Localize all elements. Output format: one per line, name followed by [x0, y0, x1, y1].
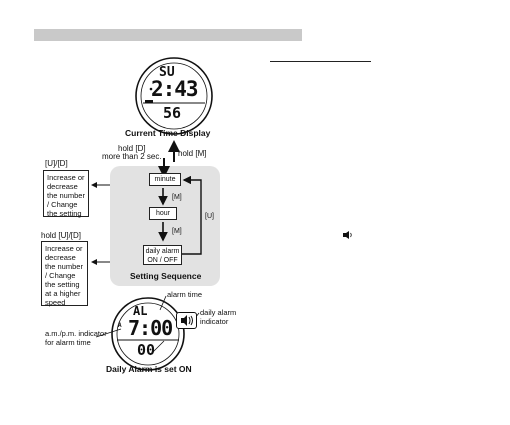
m-label-2: [M]	[172, 228, 182, 235]
sequence-daily-alarm: daily alarm ON / OFF	[143, 245, 182, 265]
alarm-seconds: 00	[137, 341, 156, 359]
alarm-mode: AL	[133, 304, 148, 318]
hold-d-label: hold [D]	[118, 144, 146, 153]
current-time-caption: Current Time Display	[125, 128, 211, 138]
alarm-indicator-icon	[176, 312, 197, 329]
alarm-time-label: alarm time	[167, 290, 203, 299]
top-watch-face	[135, 57, 213, 135]
header-bar	[34, 29, 302, 41]
hold-ud-note-line: at a higher	[45, 289, 81, 298]
ampm-label-line: for alarm time	[45, 338, 91, 347]
hold-d-duration: more than 2 sec.	[102, 152, 162, 161]
daily-alarm-caption: Daily Alarm is set ON	[106, 364, 192, 374]
hold-ud-note-line: Increase or	[45, 244, 83, 253]
hold-ud-note-line: the setting	[45, 280, 80, 289]
hold-ud-note-line: / Change	[45, 271, 76, 280]
hold-ud-label: hold [U]/[D]	[41, 231, 82, 240]
hold-ud-note-box: Increase or decrease the number / Change…	[41, 241, 88, 307]
bottom-watch-face	[111, 297, 185, 371]
indicator-label-line: daily alarm	[200, 308, 237, 317]
hold-ud-note-line: decrease	[45, 253, 76, 262]
u-label: [U]	[205, 213, 214, 220]
sequence-hour: hour	[149, 207, 177, 220]
alarm-speaker-icon	[343, 226, 353, 239]
watch-time: 2:43	[151, 77, 199, 101]
ud-note-line: / Change	[47, 200, 78, 209]
watch-seconds: 56	[163, 104, 182, 122]
ud-note-box: Increase or decrease the number / Change…	[43, 170, 89, 218]
setting-sequence-caption: Setting Sequence	[130, 271, 202, 281]
hold-ud-note-line: the number	[45, 262, 83, 271]
indicator-label-line: indicator	[200, 317, 229, 326]
daily-alarm-indicator-label: daily alarm indicator	[200, 308, 236, 326]
ud-note-line: Increase or	[47, 173, 85, 182]
hold-ud-note-line: speed	[45, 298, 66, 307]
ampm-label-line: a.m./p.m. indicator	[45, 329, 107, 338]
sequence-minute: minute	[149, 173, 181, 186]
header-rule	[270, 61, 371, 62]
watch-day: SU	[159, 65, 175, 80]
ud-label: [U]/[D]	[45, 159, 68, 168]
ud-note-line: decrease	[47, 182, 78, 191]
alarm-ampm: A	[118, 322, 122, 329]
alarm-time-display: 7:00	[128, 316, 173, 340]
ud-note-line: the setting	[47, 209, 82, 218]
m-label-1: [M]	[172, 194, 182, 201]
ampm-indicator-label: a.m./p.m. indicator for alarm time	[45, 329, 107, 347]
ud-note-line: the number	[47, 191, 85, 200]
hold-m-label: hold [M]	[178, 149, 207, 158]
